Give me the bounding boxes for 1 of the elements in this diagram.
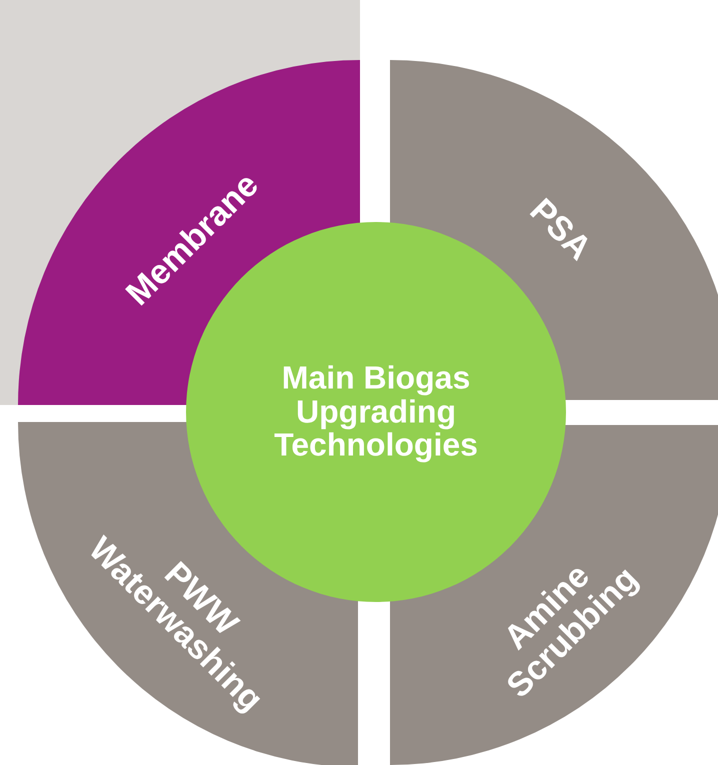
center-title: Main Biogas Upgrading Technologies: [273, 362, 479, 462]
